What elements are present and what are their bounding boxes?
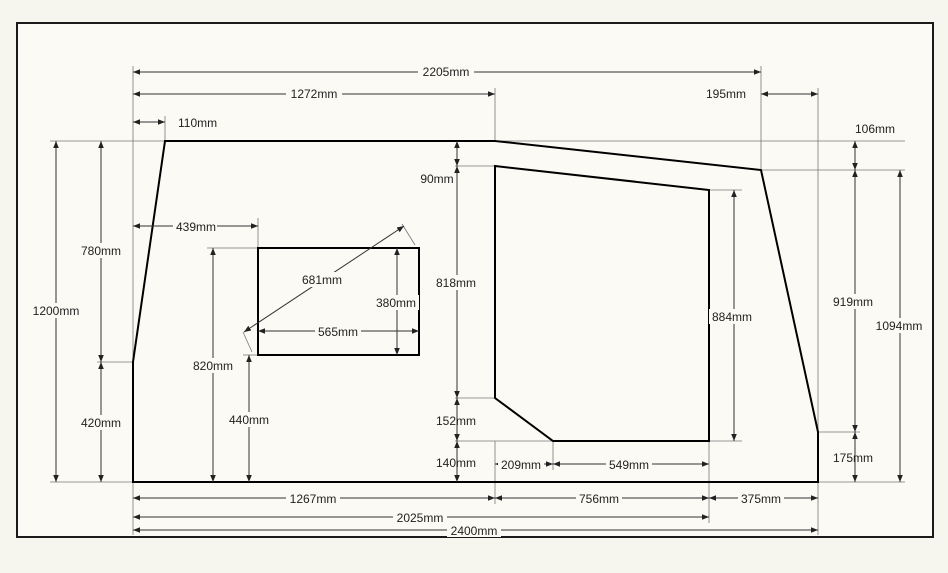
dimension-labels: 2205mm 1272mm 195mm 110mm 106mm 90mm 780… [30, 64, 925, 538]
dim-label-549: 549mm [609, 458, 649, 472]
dim-label-884: 884mm [712, 310, 752, 324]
dim-label-195: 195mm [706, 87, 746, 101]
dim-label-209: 209mm [501, 458, 541, 472]
dim-label-919: 919mm [833, 295, 873, 309]
dim-label-440: 440mm [229, 413, 269, 427]
dim-label-175: 175mm [833, 451, 873, 465]
dim-label-756: 756mm [579, 492, 619, 506]
extension-lines [50, 66, 905, 535]
dim-label-110: 110mm [178, 116, 217, 130]
dim-label-1094: 1094mm [876, 319, 923, 333]
dim-label-820: 820mm [193, 359, 233, 373]
dim-label-2025: 2025mm [397, 511, 444, 525]
dim-label-106: 106mm [855, 122, 895, 136]
dim-label-1272: 1272mm [291, 87, 338, 101]
dim-label-90: 90mm [420, 172, 453, 186]
dim-label-152: 152mm [436, 414, 476, 428]
dim-label-140: 140mm [436, 456, 476, 470]
dim-label-681: 681mm [302, 273, 342, 287]
dim-label-1267: 1267mm [290, 492, 337, 506]
dim-label-420: 420mm [81, 416, 121, 430]
dim-label-380: 380mm [376, 296, 416, 310]
dim-label-439: 439mm [176, 220, 216, 234]
dim-label-375: 375mm [741, 492, 781, 506]
dim-label-2400: 2400mm [451, 524, 498, 538]
dim-label-818: 818mm [436, 276, 476, 290]
dim-label-780: 780mm [81, 244, 121, 258]
dim-label-2205: 2205mm [423, 65, 470, 79]
dim-label-1200: 1200mm [33, 304, 80, 318]
large-cutout [494, 164, 710, 442]
dim-label-565: 565mm [318, 325, 358, 339]
